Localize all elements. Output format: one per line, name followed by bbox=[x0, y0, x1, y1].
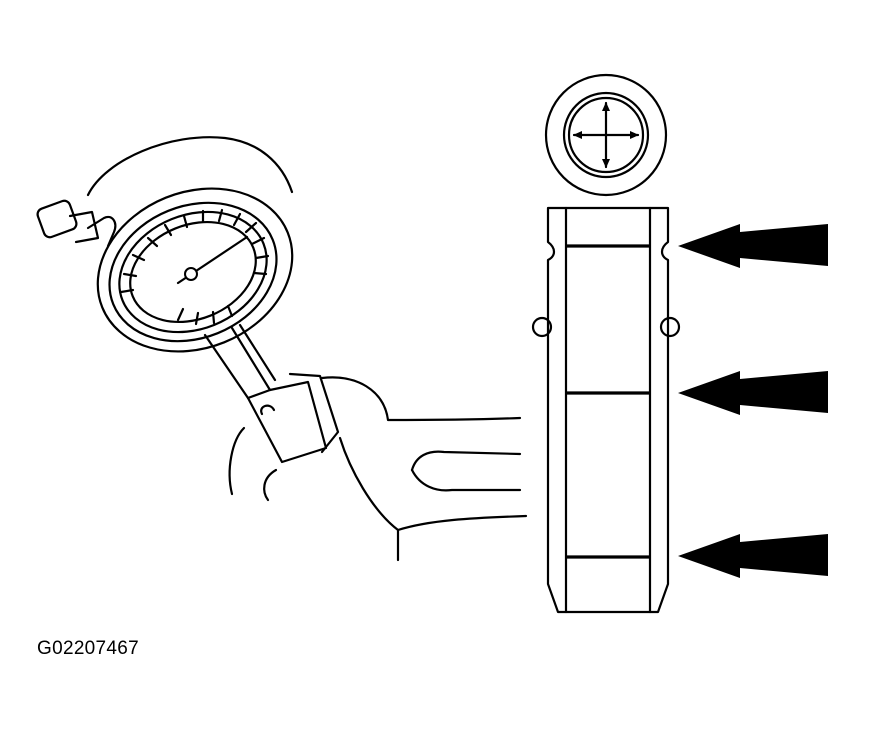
measurement-arrow-icon bbox=[678, 534, 828, 578]
lifter-bore-section-icon bbox=[531, 206, 681, 614]
measurement-arrow-icon bbox=[678, 371, 828, 415]
measurement-arrow-icon bbox=[678, 224, 828, 268]
dial-bore-gauge-icon bbox=[36, 136, 340, 464]
figure-id-label: G02207467 bbox=[37, 638, 140, 659]
hand-icon bbox=[228, 376, 528, 562]
bore-end-view-icon bbox=[544, 73, 668, 197]
